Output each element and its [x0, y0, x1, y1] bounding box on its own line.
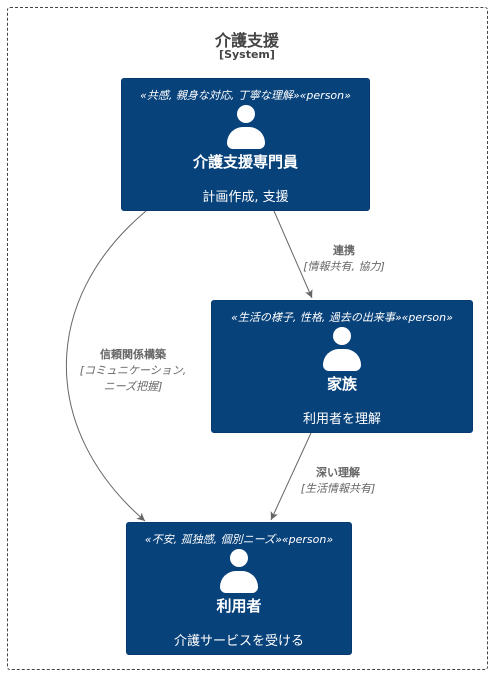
person-icon: [219, 549, 259, 593]
boundary-title: 介護支援: [214, 31, 279, 50]
node-stereotype: «不安, 孤独感, 個別ニーズ»«person»: [144, 533, 334, 546]
edge-label-staff-family: 連携 [情報共有, 協力]: [294, 242, 394, 274]
node-stereotype: «生活の様子, 性格, 過去の出来事»«person»: [231, 311, 453, 324]
person-icon: [226, 105, 266, 149]
edge-staff-to-family: [273, 210, 313, 299]
edge-staff-to-user: [66, 210, 147, 522]
edge-label-staff-user: 信頼関係構築 [コミュニケーション, ニーズ把握]: [68, 346, 198, 394]
node-family[interactable]: «生活の様子, 性格, 過去の出来事»«person» 家族 利用者を理解: [211, 300, 473, 433]
node-description: 利用者を理解: [302, 412, 381, 427]
edge-label-family-user: 深い理解 [生活情報共有]: [288, 464, 388, 496]
boundary-type: [System]: [219, 48, 275, 61]
node-name: 利用者: [216, 597, 262, 615]
node-care-manager[interactable]: «共感, 親身な対応, 丁寧な理解»«person» 介護支援専門員 計画作成,…: [121, 78, 370, 211]
node-description: 計画作成, 支援: [202, 190, 289, 205]
edge-label: 深い理解: [316, 466, 360, 479]
node-description: 介護サービスを受ける: [173, 634, 304, 649]
node-stereotype: «共感, 親身な対応, 丁寧な理解»«person»: [140, 89, 351, 102]
node-name: 介護支援専門員: [192, 153, 298, 171]
edge-label: 信頼関係構築: [100, 348, 166, 361]
node-user[interactable]: «不安, 孤独感, 個別ニーズ»«person» 利用者 介護サービスを受ける: [126, 522, 352, 655]
edge-label: 連携: [333, 244, 355, 257]
edge-family-to-user: [270, 432, 312, 521]
edge-technology: [生活情報共有]: [300, 482, 376, 495]
edge-technology: ニーズ把握]: [103, 380, 163, 393]
system-boundary: [7, 7, 488, 670]
person-icon: [322, 327, 362, 371]
node-name: 家族: [326, 375, 357, 393]
edge-technology: [情報共有, 協力]: [303, 260, 385, 273]
edge-technology: [コミュニケーション,: [79, 364, 187, 377]
